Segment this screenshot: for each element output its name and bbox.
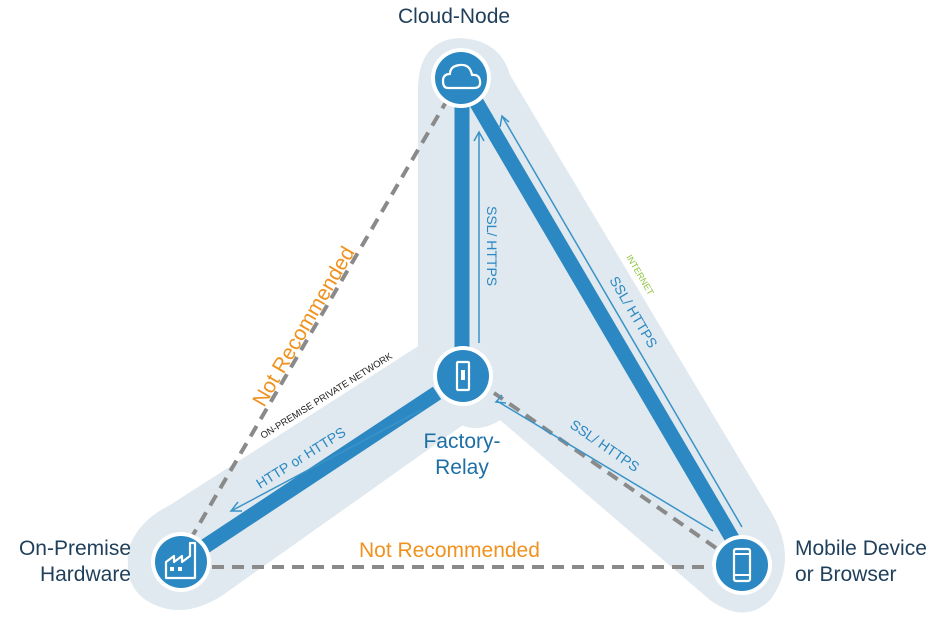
mobile-phone-icon — [732, 547, 752, 583]
mobile-label-line2: or Browser — [795, 563, 897, 586]
mobile-to-cloud-arrowhead — [499, 114, 510, 128]
hardware-mobile-warning: Not Recommended — [359, 539, 540, 562]
relay-cloud-label: SSL/ HTTPS — [484, 206, 500, 286]
relay-to-hardware-arrow — [232, 409, 422, 511]
relay-to-cloud-arrowhead — [473, 130, 485, 142]
primary-links — [193, 96, 743, 558]
factory-icon — [164, 541, 197, 580]
mobile-node[interactable] — [712, 535, 772, 595]
not-recommended-links — [188, 100, 718, 569]
hardware-node-label: On-Premise Hardware — [0, 536, 131, 588]
direction-arrows — [229, 114, 743, 532]
hardware-node[interactable] — [151, 532, 211, 592]
relay-device-icon — [455, 360, 471, 392]
relay-node[interactable] — [433, 346, 493, 406]
relay-hardware-link — [193, 386, 442, 558]
hardware-label-line2: Hardware — [39, 563, 131, 586]
cloud-node[interactable] — [431, 48, 491, 108]
mobile-cloud-link — [468, 96, 743, 549]
relay-label-line1: Factory- — [423, 430, 501, 453]
mobile-to-relay-arrowhead — [494, 394, 507, 404]
relay-node-label: Factory- Relay — [412, 429, 512, 481]
relay-to-hardware-arrowhead — [229, 501, 242, 512]
cloud-node-label: Cloud-Node — [398, 5, 511, 28]
hardware-label-line1: On-Premise — [18, 537, 131, 560]
mobile-relay-dashed-link — [492, 391, 718, 550]
relay-label-line2: Relay — [435, 456, 489, 479]
mobile-to-relay-arrow — [496, 400, 714, 532]
mobile-node-label: Mobile Device or Browser — [795, 536, 950, 588]
cloud-icon — [441, 63, 482, 90]
mobile-label-line1: Mobile Device — [795, 537, 927, 560]
hardware-cloud-dashed-link — [188, 100, 448, 542]
mobile-to-cloud-arrow — [501, 115, 743, 528]
